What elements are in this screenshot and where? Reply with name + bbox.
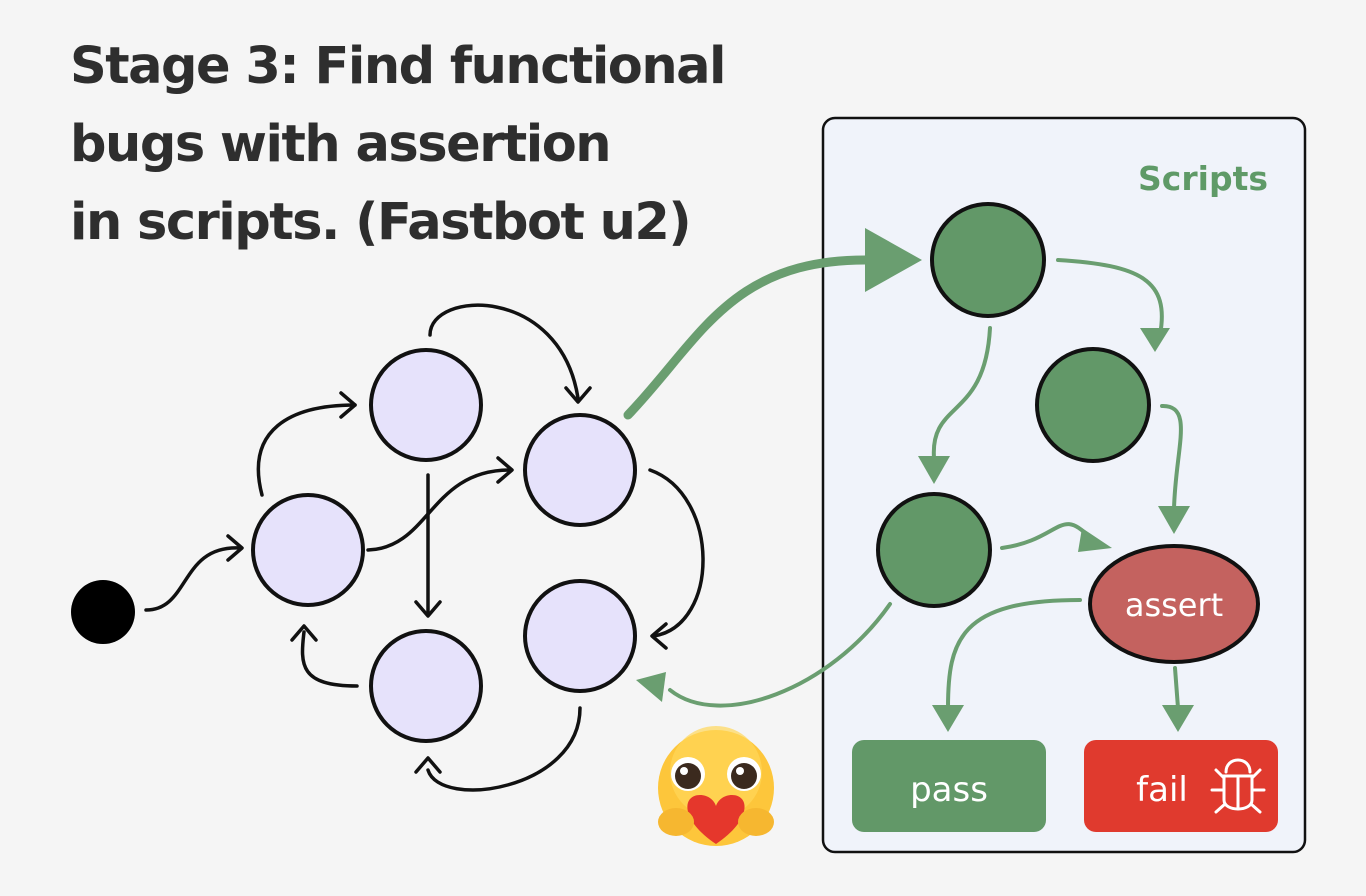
edge-assert-to-fail — [1173, 666, 1180, 710]
app-state-node — [523, 413, 637, 527]
edge-c-to-d — [648, 468, 705, 638]
arrowhead — [1078, 528, 1112, 552]
title-line-2: in scripts. (Fastbot u2) — [70, 193, 692, 252]
arrowhead — [865, 228, 922, 292]
edge-b-to-c — [428, 303, 580, 400]
title-line-1: Stage 3: Find functional bugs with asser… — [70, 37, 727, 174]
arrowhead — [932, 705, 964, 732]
edge-s1-to-s2 — [1056, 258, 1164, 337]
assert-label: assert — [1125, 586, 1223, 624]
app-state-node — [369, 348, 483, 462]
scripts-panel — [821, 116, 1307, 854]
script-step-node — [930, 202, 1046, 318]
edge-s3-back-to-app — [668, 602, 892, 708]
arrowhead — [414, 600, 442, 618]
arrowhead — [1158, 506, 1190, 534]
arrowhead — [650, 622, 668, 650]
arrowhead — [496, 456, 514, 484]
edge-assert-to-pass — [946, 598, 1082, 710]
arrowhead — [226, 534, 244, 562]
edge-s3-to-assert — [1000, 522, 1092, 550]
arrowhead — [636, 672, 666, 702]
pass-label: pass — [910, 770, 988, 810]
edge-s1-to-s3 — [931, 326, 992, 460]
edge-e-to-a — [300, 630, 359, 688]
edge-a-to-c — [366, 468, 512, 552]
app-state-node — [523, 579, 637, 693]
hugging-heart-emoji — [658, 726, 774, 846]
edge-start-to-a — [144, 546, 242, 612]
scripts-panel-label: Scripts — [1138, 159, 1268, 198]
arrowhead — [414, 756, 442, 774]
bug-icon — [1210, 758, 1266, 814]
edge-d-to-e — [426, 706, 582, 792]
assert-node — [1088, 544, 1260, 664]
edge-s2-to-assert — [1160, 403, 1183, 512]
arrowhead — [1140, 328, 1170, 352]
arrowhead — [339, 391, 357, 419]
arrowhead — [918, 456, 950, 484]
arrowhead — [1162, 705, 1194, 732]
page-title: Stage 3: Find functional bugs with asser… — [70, 28, 830, 262]
app-state-node — [369, 629, 483, 743]
arrowhead — [290, 624, 318, 642]
fail-label: fail — [1136, 770, 1188, 810]
script-step-node — [876, 492, 992, 608]
app-state-node — [251, 493, 365, 607]
script-step-node — [1035, 347, 1151, 463]
start-node — [71, 580, 135, 644]
edge-a-to-b — [256, 403, 357, 497]
edge-app-to-script — [623, 255, 875, 420]
arrowhead — [564, 386, 592, 404]
pass-box — [852, 740, 1046, 832]
